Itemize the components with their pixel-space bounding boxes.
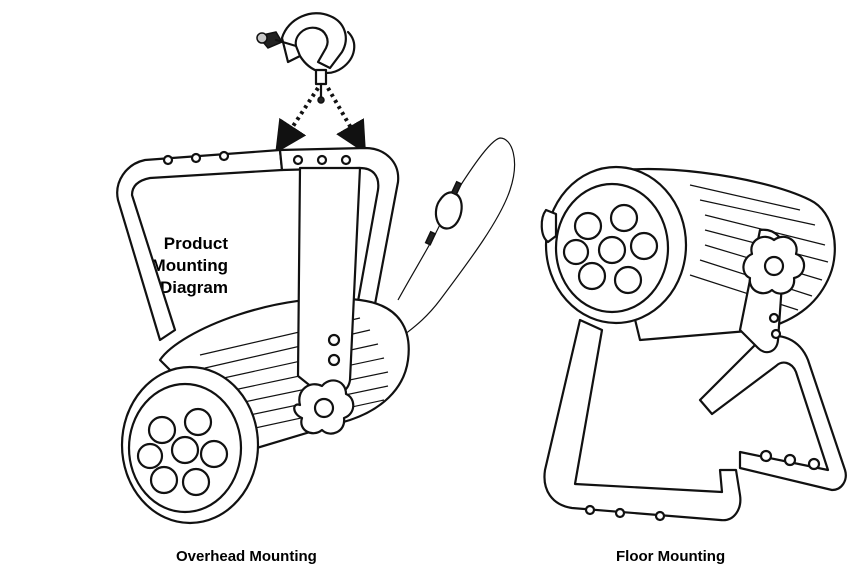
- floor-fixture-icon: [540, 165, 847, 522]
- mount-direction-arrows: [275, 86, 366, 154]
- title-line-3: Diagram: [159, 278, 228, 297]
- title-line-1: Product: [163, 234, 228, 253]
- title-line-2: Mounting: [151, 256, 228, 275]
- floor-mounting-caption: Floor Mounting: [616, 548, 726, 565]
- overhead-fixture-icon: [116, 137, 516, 525]
- overhead-mounting-caption: Overhead Mounting: [176, 548, 317, 565]
- diagram-title: Product Mounting Diagram: [118, 233, 228, 299]
- mounting-clamp-icon: [256, 12, 356, 104]
